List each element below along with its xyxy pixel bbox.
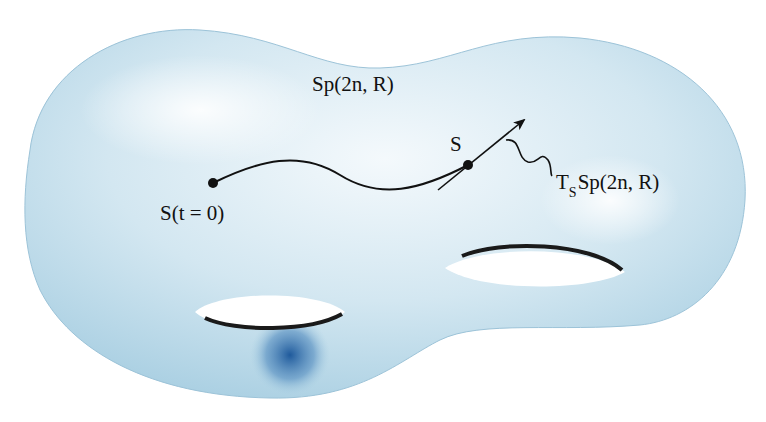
tangent-space-label: T	[556, 172, 569, 193]
start-point	[208, 178, 218, 188]
point-label: S	[450, 134, 462, 155]
genus-two-surface	[25, 30, 745, 398]
tangent-subscript: S	[569, 186, 577, 200]
point-s	[463, 160, 473, 170]
manifold-label: Sp(2n, R)	[312, 74, 394, 95]
tangent-space-label: Sp(2n, R)	[578, 172, 660, 193]
start-label: S(t = 0)	[160, 203, 224, 224]
right-hole-lip	[462, 246, 622, 270]
left-hole	[195, 296, 345, 329]
tangent-arrow	[438, 120, 524, 190]
highlight	[80, 55, 320, 165]
left-hole-lip	[205, 314, 342, 328]
leader-squiggle	[506, 140, 552, 176]
highlight	[540, 155, 680, 245]
trajectory-curve	[213, 160, 468, 189]
